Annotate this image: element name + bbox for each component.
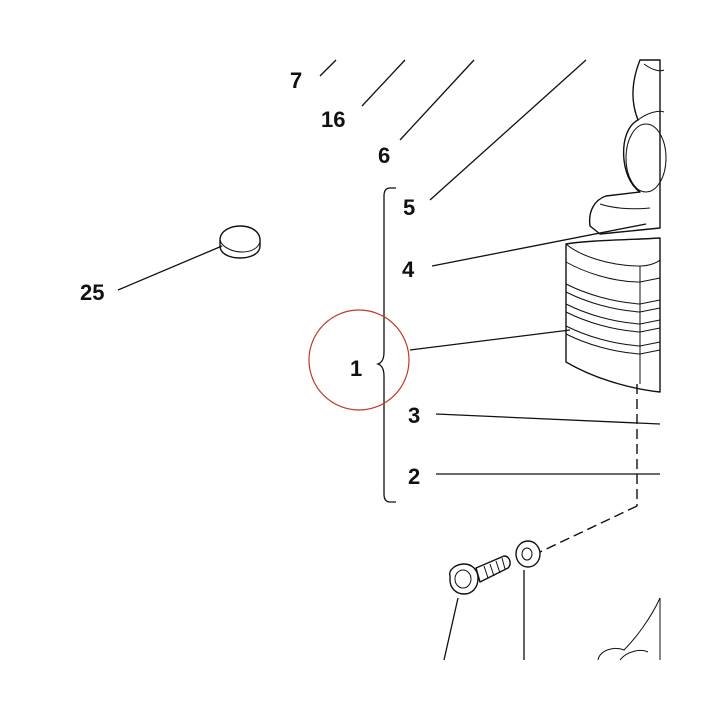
leader-line-7: [319, 59, 337, 77]
bolt-path-line: [539, 505, 638, 553]
callout-16: 16: [321, 107, 345, 132]
callout-6: 6: [378, 143, 390, 168]
callout-2: 2: [408, 464, 420, 489]
leader-line-3: [435, 413, 661, 425]
callout-25: 25: [80, 280, 104, 305]
leader-line-1: [409, 329, 571, 351]
bolt-part: [449, 555, 511, 595]
highlight-circle: [308, 309, 410, 411]
leader-line-6: [399, 59, 475, 141]
callout-7: 7: [290, 68, 302, 93]
leader-line-4: [431, 223, 647, 267]
callout-1: 1: [350, 356, 362, 381]
callout-3: 3: [408, 403, 420, 428]
group-bracket: [375, 187, 396, 503]
callout-4: 4: [402, 257, 415, 282]
leader-line-25: [117, 245, 223, 291]
piston: [565, 237, 661, 393]
washer-part: [515, 540, 541, 568]
callout-5: 5: [403, 195, 415, 220]
leader-line-5: [429, 59, 587, 201]
leader-line-16: [361, 59, 406, 107]
plug-part-25: [219, 225, 261, 259]
leader-line-bolt: [443, 597, 459, 661]
lower-housing-fragment: [597, 597, 661, 661]
cylinder-head-group: [588, 59, 667, 235]
